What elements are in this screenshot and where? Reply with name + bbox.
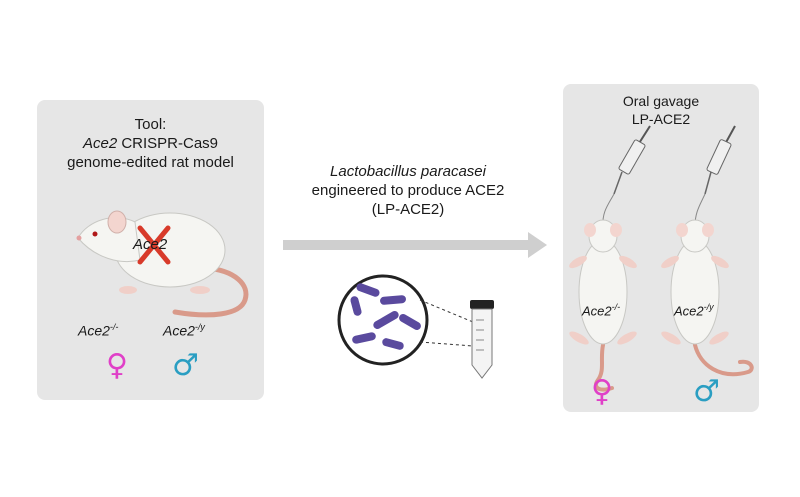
rat-eye (92, 231, 98, 237)
tool-title: Tool: Ace2 CRISPR-Cas9 genome-edited rat… (37, 115, 264, 172)
zoom-line-bottom (419, 341, 474, 347)
rat2-gene: Ace2 (674, 303, 704, 319)
process-arrow-icon (283, 232, 547, 258)
genotype-male-sup: -/y (194, 322, 205, 332)
genotype-male: Ace2-/y (163, 322, 205, 339)
tool-method: CRISPR-Cas9 (117, 135, 219, 152)
middle-line2: engineered to produce ACE2 (311, 182, 505, 199)
tool-gene: Ace2 (82, 135, 118, 152)
rat2-sup: -/y (703, 302, 714, 312)
treatment-title: Oral gavage LP-ACE2 (563, 92, 759, 128)
genotype-female-sup: -/- (109, 322, 119, 332)
genotype-female: Ace2-/- (78, 322, 118, 339)
bacteria-name: Lactobacillus paracasei (330, 163, 486, 180)
middle-caption: Lactobacillus paracasei engineered to pr… (283, 162, 533, 219)
middle-line3: (LP-ACE2) (371, 201, 445, 218)
tool-line3: genome-edited rat model (67, 154, 234, 171)
rat-ear (107, 210, 127, 234)
female-symbol-icon: ♀ (106, 348, 128, 383)
genotype-female-gene: Ace2 (78, 322, 110, 339)
tool-line2: Ace2 CRISPR-Cas9 (37, 134, 264, 153)
rat-gene-label: Ace2 (133, 236, 168, 253)
male-symbol-icon: ♂ (172, 348, 199, 383)
rat-nose (76, 235, 82, 241)
genotype-male-gene: Ace2 (163, 322, 195, 339)
treatment-title-line2: LP-ACE2 (631, 111, 691, 127)
rat1-genotype: Ace2-/- (582, 302, 620, 318)
rat1-gene: Ace2 (582, 303, 612, 319)
syringe-right-icon (694, 125, 736, 227)
rat2-genotype: Ace2-/y (674, 302, 714, 318)
rat-topview-male (661, 219, 754, 377)
tool-line1: Tool: (134, 116, 167, 133)
knockout-cross-icon (137, 225, 171, 265)
syringe-left-icon (602, 125, 651, 227)
rat-tail (172, 265, 249, 318)
female-symbol-right-icon: ♀ (591, 374, 613, 409)
bacteria-rods (350, 283, 421, 350)
rat-topview-female (569, 219, 637, 392)
rat-front-foot (119, 286, 137, 294)
rat-hind-foot (190, 286, 210, 294)
male-symbol-right-icon: ♂ (693, 374, 720, 409)
rat1-sup: -/- (611, 302, 621, 312)
treatment-title-line1: Oral gavage (622, 93, 700, 109)
culture-tube-icon (470, 300, 494, 379)
